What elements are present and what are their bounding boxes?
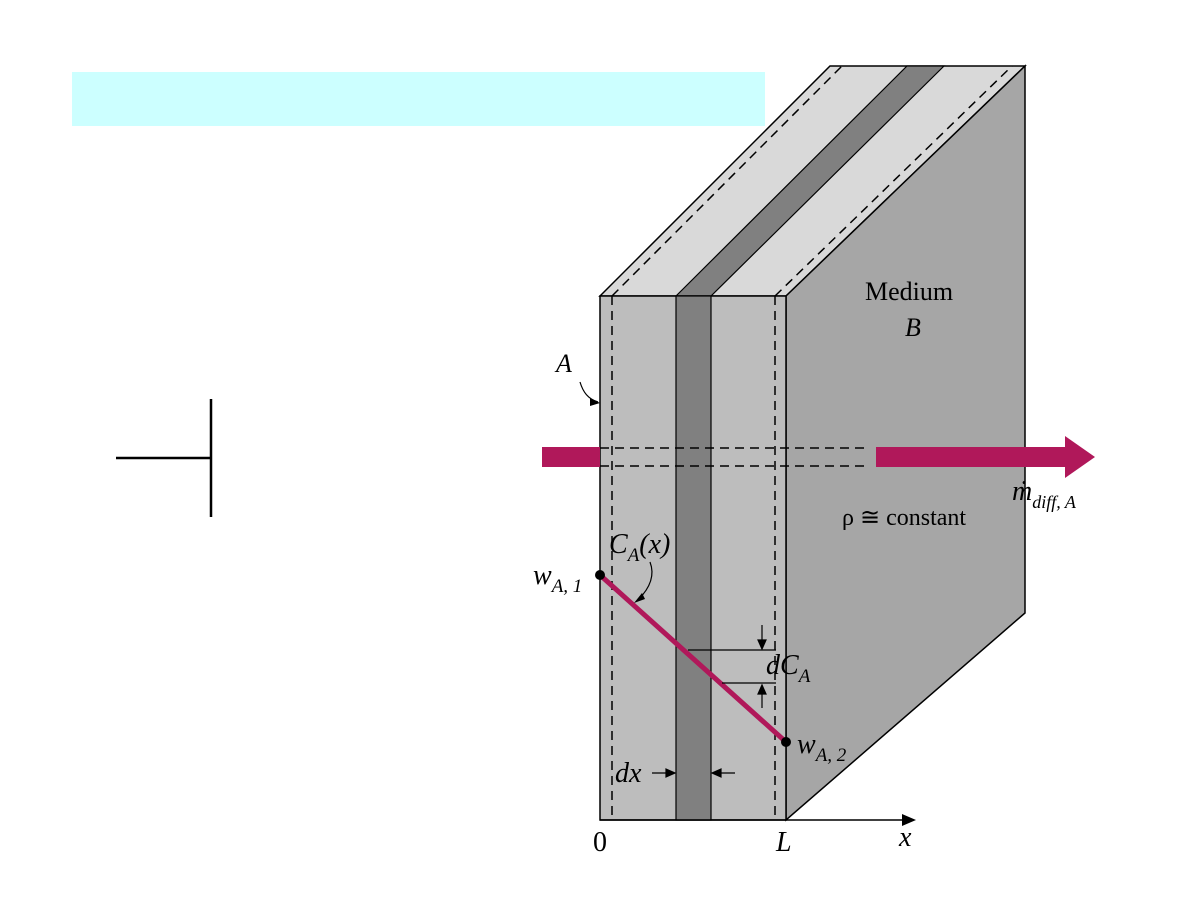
dc-label: dCA [766,650,811,687]
concentration-profile-line [598,573,788,744]
w2-label: wA, 2 [797,729,847,766]
w1-label: wA, 1 [533,560,582,597]
density-label: ρ ≅ constant [842,505,966,531]
boundary-label: A [554,349,572,378]
boundary-pointer-arrow [579,381,599,403]
x-axis-label: x [898,822,912,853]
x-zero-label: 0 [593,827,607,858]
medium-label: Medium [865,277,953,306]
medium-symbol: B [905,313,921,342]
title-banner [72,72,765,126]
differential-element [675,295,712,821]
x-L-label: L [775,827,792,858]
outflow-arrow [876,436,1095,478]
inflow-arrow [542,447,600,467]
mass-flow-label: ṁdiff, A [1012,476,1077,512]
dx-label: dx [615,758,642,789]
cross-mark [116,399,213,517]
dc-indicator [688,625,776,708]
endpoint-w1 [595,570,605,580]
dx-indicator [652,768,735,778]
boundary-pointer-head [590,398,600,406]
concentration-label: CA(x) [609,529,670,566]
x-axis-arrowhead [902,814,916,826]
endpoint-w2 [781,737,791,747]
profile-pointer-head [634,593,645,603]
